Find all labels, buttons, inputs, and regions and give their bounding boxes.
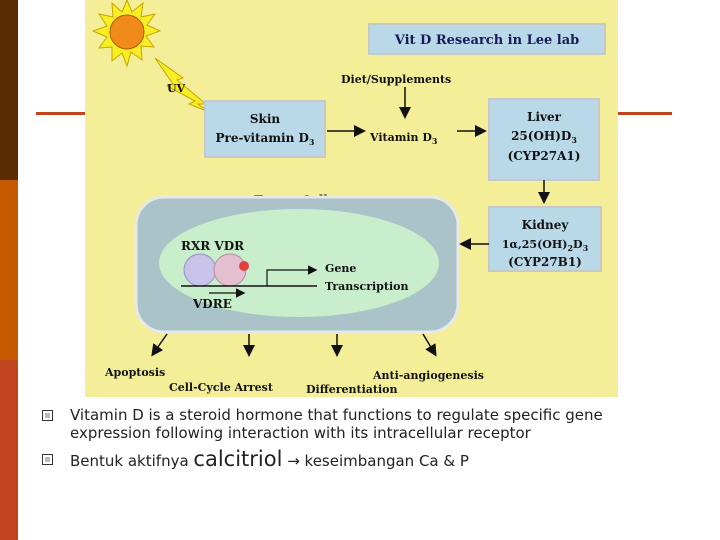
liver-line1: 25(OH)D3 <box>511 129 577 145</box>
skin-line: Pre-vitamin D3 <box>216 131 315 147</box>
apoptosis-arrow <box>151 333 168 357</box>
accent-strip-light <box>0 360 18 540</box>
header-box <box>368 23 606 55</box>
calcitriol-term: calcitriol <box>193 447 283 471</box>
bullet-icon <box>42 410 53 421</box>
transcription-label: Transcription <box>325 280 408 293</box>
gene-label: Gene <box>325 262 356 275</box>
bullet-list: Vitamin D is a steroid hormone that func… <box>42 406 682 478</box>
pathway-diagram: UV Vit D Research in Lee lab Diet/Supple… <box>91 0 606 396</box>
sun-icon <box>109 14 145 50</box>
accent-strip-orange <box>0 180 18 360</box>
title-rule-right <box>618 112 672 115</box>
header-label: Vit D Research in Lee lab <box>394 33 580 48</box>
ligand-dot <box>239 261 249 271</box>
transcription-arrow <box>266 265 318 286</box>
rxr-vdr-label: RXR VDR <box>181 239 245 253</box>
kidney-line2: (CYP27B1) <box>508 255 582 269</box>
bullet-item: Vitamin D is a steroid hormone that func… <box>42 406 682 442</box>
bullet-item: Bentuk aktifnya calcitriol → keseimbanga… <box>42 447 682 471</box>
uv-label: UV <box>167 82 186 95</box>
title-rule-left <box>36 112 86 115</box>
bullet-text-post: keseimbangan Ca & P <box>304 452 469 470</box>
arrow-glyph: → <box>282 452 305 470</box>
differentiation-label: Differentiation <box>306 383 398 396</box>
skin-title: Skin <box>250 112 281 126</box>
rxr-protein <box>183 253 217 287</box>
kidney-box <box>488 206 602 272</box>
liver-box <box>488 98 600 181</box>
accent-strip-dark <box>0 0 18 180</box>
diet-label: Diet/Supplements <box>341 73 451 86</box>
cell-cycle-label: Cell-Cycle Arrest <box>169 381 274 394</box>
vitamin-label: Vitamin D3 <box>369 131 438 146</box>
liver-line2: (CYP27A1) <box>508 149 581 163</box>
skin-box <box>204 100 326 158</box>
bullet-text-pre: Bentuk aktifnya <box>70 452 194 470</box>
vitamin-d-pathway-figure: UV Vit D Research in Lee lab Diet/Supple… <box>85 0 618 397</box>
bullet-icon <box>42 454 53 465</box>
liver-title: Liver <box>527 110 562 124</box>
kidney-line1: 1α,25(OH)2D3 <box>502 238 589 253</box>
angio-label: Anti-angiogenesis <box>372 369 484 382</box>
apoptosis-label: Apoptosis <box>104 366 165 379</box>
kidney-title: Kidney <box>522 218 570 232</box>
angio-arrow <box>422 333 437 357</box>
bullet-text: Vitamin D is a steroid hormone that func… <box>70 406 603 442</box>
vdre-label: VDRE <box>192 297 232 311</box>
nucleus <box>159 209 439 317</box>
